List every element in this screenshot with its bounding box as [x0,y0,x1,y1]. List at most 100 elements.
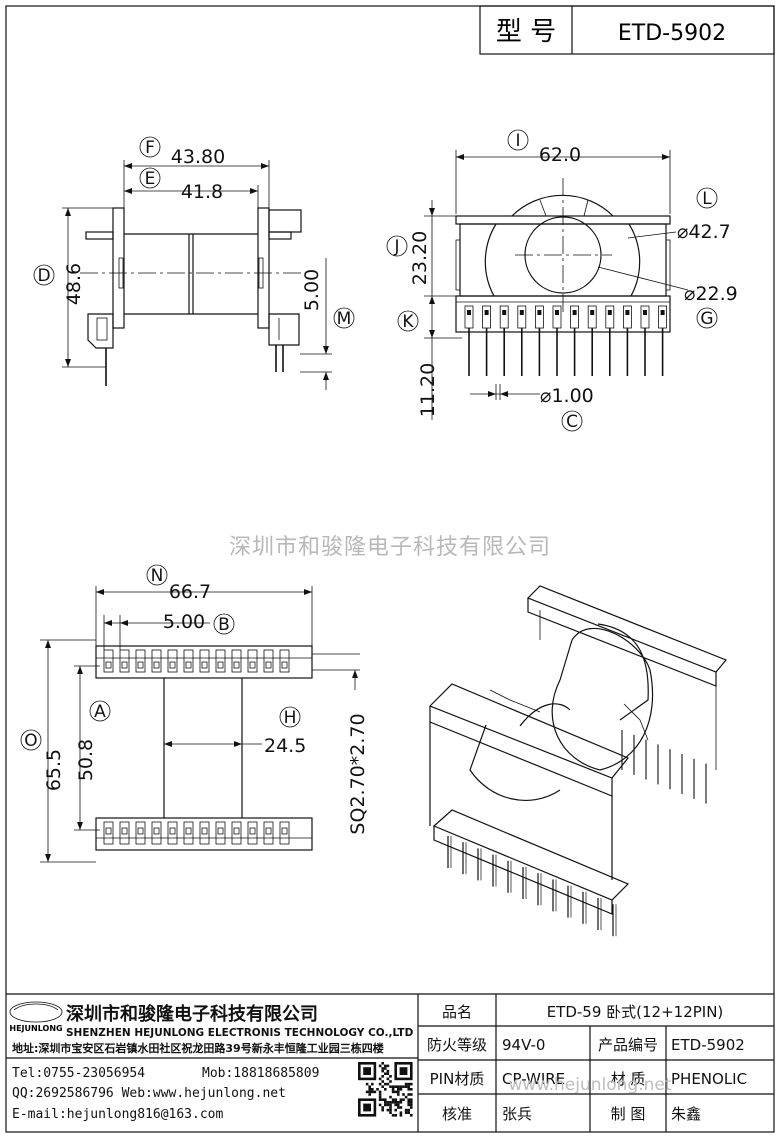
qr-module [404,1082,408,1086]
qr-module [391,1090,395,1094]
qr-module [399,1088,403,1091]
pin-square [185,661,192,669]
dim-H-value: 24.5 [264,735,306,757]
pin-slot [464,305,474,329]
callout-N-label: N [151,566,164,586]
qr-module [386,1072,390,1075]
watermark-url: www.hejunlong.net [508,1075,671,1095]
front-view: 62.0 I 23.20 11.20 J K ⌀42.7 L ⌀22.9 G ⌀… [386,129,738,432]
callout-M [333,307,355,329]
dim-C-value: ⌀1.00 [540,385,594,407]
qr-module [410,1082,413,1086]
drawn-by-value: 朱鑫 [671,1105,701,1123]
callout-D [33,264,55,286]
qr-module [397,1088,400,1091]
qr-module [407,1093,410,1096]
qr-module [397,1093,400,1096]
qr-module [410,1114,413,1117]
pin-pad [183,821,194,845]
callout-B-label: B [218,615,230,635]
company-address: 地址:深圳市宝安区石岩镇水田社区祝龙田路39号新永丰恒隆工业园三栋四楼 [12,1041,384,1055]
callout-B [213,613,235,635]
qr-module [402,1093,405,1096]
pin-solder [467,310,471,315]
pin-square [217,827,224,835]
pin-slot [658,305,667,329]
model-value: ETD-5902 [618,21,726,46]
pin-pad [135,649,146,673]
pin-square [201,827,208,835]
qr-module [399,1101,403,1104]
pin-slot [552,305,562,329]
pin-square [105,661,112,669]
qr-module [397,1103,400,1107]
pin-slot [482,305,492,329]
qr-module [378,1090,382,1094]
product-name-value: ETD-59 卧式(12+12PIN) [547,1003,724,1021]
isometric-view-pins [447,836,617,937]
callout-G-label: G [700,309,713,329]
qr-module [404,1108,408,1112]
callout-J-label: J [393,237,399,257]
pin-square [121,661,128,669]
qr-module [386,1064,390,1068]
pin-square [169,661,176,669]
qr-module [386,1082,390,1086]
callout-G [696,307,718,329]
qr-module [399,1098,403,1101]
qr-code [356,1060,415,1119]
qr-module [368,1088,371,1091]
callout-C-label: C [566,412,578,432]
qr-module [399,1085,403,1088]
dim-A-value: 50.8 [75,739,97,781]
material-value: PHENOLIC [671,1070,747,1088]
pin-square [153,827,160,835]
dim-B-value: 5.00 [163,611,205,633]
callout-L [696,187,718,209]
dim-F-value: 43.80 [171,146,225,168]
qr-module [397,1090,400,1094]
qr-module [410,1098,413,1101]
qr-module [389,1108,392,1112]
pin-solder [519,310,524,315]
callout-A-label: A [94,702,106,722]
pin-solder [660,310,665,315]
pin-slot [587,305,597,329]
pin-solder [643,310,647,315]
qr-module [378,1082,382,1086]
qr-module [391,1101,395,1104]
company-name-cn: 深圳市和骏隆电子科技有限公司 [66,1003,318,1025]
company-logo: HEJUNLONG [9,1001,63,1033]
pin-solder [555,310,559,315]
qr-module [368,1085,371,1088]
pin-solder [607,310,612,315]
dim-M-value: 5.00 [301,269,323,311]
qr-module [386,1101,390,1104]
qr-module [389,1103,392,1107]
dim-J-value: 23.20 [409,231,431,285]
pin-pad [151,821,162,845]
qr-module [378,1095,382,1099]
pin-square [265,661,272,669]
side-view: 43.80 F 41.8 E 48.6 D 5.00 M [33,136,355,390]
qr-module [386,1103,390,1107]
callout-H-label: H [284,708,297,728]
isometric-view [428,585,727,937]
qr-module [389,1101,392,1104]
pin-slot [623,305,632,329]
model-header: 型 号 ETD-5902 [479,5,775,55]
review-label: 核准 [442,1105,472,1123]
pin-square [281,827,288,835]
callout-N [146,564,168,586]
qr-module [410,1093,413,1096]
company-name-en: SHENZHEN HEJUNLONG ELECTRONIS TECHNOLOGY… [66,1027,414,1039]
qr-module [407,1082,410,1086]
pin-square [233,827,240,835]
callout-O [20,729,42,751]
pin-square [233,661,240,669]
qr-module [381,1106,384,1109]
qr-module [371,1090,374,1094]
dim-G-value: ⌀22.9 [684,283,738,305]
